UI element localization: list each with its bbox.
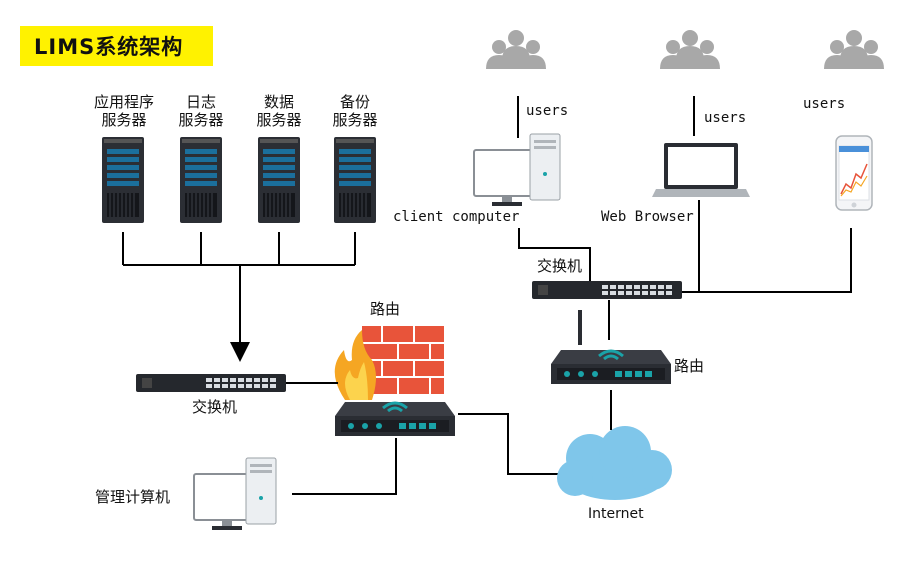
server-label-app: 应用程序服务器 xyxy=(93,93,154,129)
users-label-2: users xyxy=(704,110,747,126)
client-computer-label: client computer xyxy=(393,209,520,225)
top-switch-label: 交换机 xyxy=(537,257,583,275)
flame-icon xyxy=(334,330,376,400)
log-server-icon xyxy=(179,136,223,224)
web-browser-label: Web Browser xyxy=(601,209,694,225)
top-switch-icon xyxy=(532,281,682,299)
title-banner xyxy=(20,26,213,66)
firewall-router-label: 路由 xyxy=(370,300,401,318)
users-label-1: users xyxy=(526,103,569,119)
users-label-3: users xyxy=(803,96,846,112)
smartphone-icon xyxy=(835,135,873,211)
client-tower-icon xyxy=(529,133,561,201)
internet-label: Internet xyxy=(588,506,644,522)
users-group-icon-1 xyxy=(486,30,546,69)
data-server-icon xyxy=(257,136,301,224)
server-label-data: 数据服务器 xyxy=(256,93,302,129)
left-switch-label: 交换机 xyxy=(192,398,238,416)
server-label-log: 日志服务器 xyxy=(178,93,224,129)
admin-computer-label: 管理计算机 xyxy=(95,488,171,506)
diagram-title: LIMS系统架构 xyxy=(34,35,184,59)
users-group-icon-3 xyxy=(824,30,884,69)
server-label-backup: 备份服务器 xyxy=(332,93,378,129)
firewall-router-icon xyxy=(333,400,457,438)
backup-server-icon xyxy=(333,136,377,224)
left-switch-icon xyxy=(136,374,286,392)
internet-cloud-icon xyxy=(557,426,672,500)
app-server-icon xyxy=(101,136,145,224)
laptop-icon xyxy=(652,143,750,197)
users-group-icon-2 xyxy=(660,30,720,69)
admin-tower-icon xyxy=(245,457,277,525)
right-router-icon xyxy=(549,348,673,386)
right-router-label: 路由 xyxy=(674,357,705,375)
